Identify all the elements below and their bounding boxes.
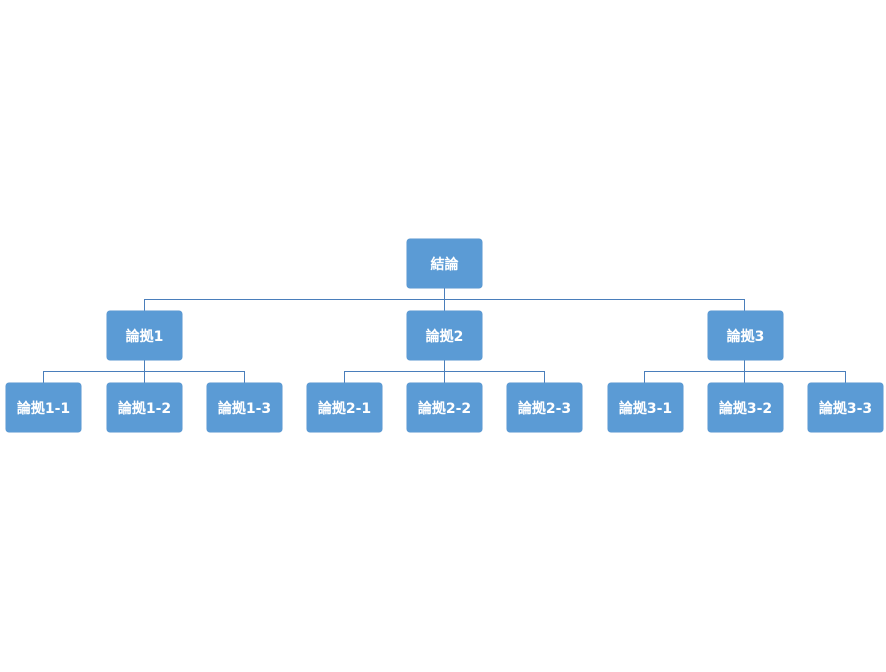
node-level1-3-label: 論拠3 — [726, 328, 765, 345]
connector-to-leaf-1-2 — [144, 371, 145, 383]
connector-to-leaf-2-1 — [344, 371, 345, 383]
connector-to-leaf-2-3 — [544, 371, 545, 383]
node-leaf-2-1-label: 論拠2-1 — [317, 400, 372, 417]
node-leaf-1-1-label: 論拠1-1 — [16, 400, 71, 417]
connector-group1-stem — [144, 360, 145, 371]
connector-to-leaf-1-3 — [244, 371, 245, 383]
node-leaf-1-1[interactable]: 論拠1-1 — [6, 383, 81, 432]
node-level1-1-label: 論拠1 — [125, 328, 164, 345]
connector-group2-stem — [444, 360, 445, 371]
node-leaf-3-2-label: 論拠3-2 — [718, 400, 773, 417]
node-leaf-1-2[interactable]: 論拠1-2 — [107, 383, 182, 432]
node-level1-1[interactable]: 論拠1 — [107, 311, 182, 360]
connector-root-stem — [444, 288, 445, 299]
connector-to-group3 — [744, 299, 745, 311]
connector-group3-bar — [644, 371, 846, 372]
node-leaf-3-3[interactable]: 論拠3-3 — [808, 383, 883, 432]
connector-to-leaf-3-3 — [845, 371, 846, 383]
node-level1-3[interactable]: 論拠3 — [708, 311, 783, 360]
connector-to-group1 — [144, 299, 145, 311]
node-level1-2[interactable]: 論拠2 — [407, 311, 482, 360]
node-level1-2-label: 論拠2 — [425, 328, 464, 345]
node-leaf-1-2-label: 論拠1-2 — [117, 400, 172, 417]
node-leaf-2-3[interactable]: 論拠2-3 — [507, 383, 582, 432]
node-root-label: 結論 — [430, 256, 459, 273]
node-leaf-2-1[interactable]: 論拠2-1 — [307, 383, 382, 432]
node-leaf-2-2[interactable]: 論拠2-2 — [407, 383, 482, 432]
connector-to-group2 — [444, 299, 445, 311]
connector-to-leaf-3-2 — [744, 371, 745, 383]
connector-to-leaf-2-2 — [444, 371, 445, 383]
node-leaf-3-3-label: 論拠3-3 — [818, 400, 873, 417]
node-leaf-1-3-label: 論拠1-3 — [217, 400, 272, 417]
node-leaf-3-1-label: 論拠3-1 — [618, 400, 673, 417]
node-leaf-3-2[interactable]: 論拠3-2 — [708, 383, 783, 432]
connector-to-leaf-1-1 — [43, 371, 44, 383]
node-leaf-2-3-label: 論拠2-3 — [517, 400, 572, 417]
connector-to-leaf-3-1 — [644, 371, 645, 383]
node-leaf-2-2-label: 論拠2-2 — [417, 400, 472, 417]
connector-group3-stem — [744, 360, 745, 371]
node-leaf-3-1[interactable]: 論拠3-1 — [608, 383, 683, 432]
node-root[interactable]: 結論 — [407, 239, 482, 288]
node-leaf-1-3[interactable]: 論拠1-3 — [207, 383, 282, 432]
